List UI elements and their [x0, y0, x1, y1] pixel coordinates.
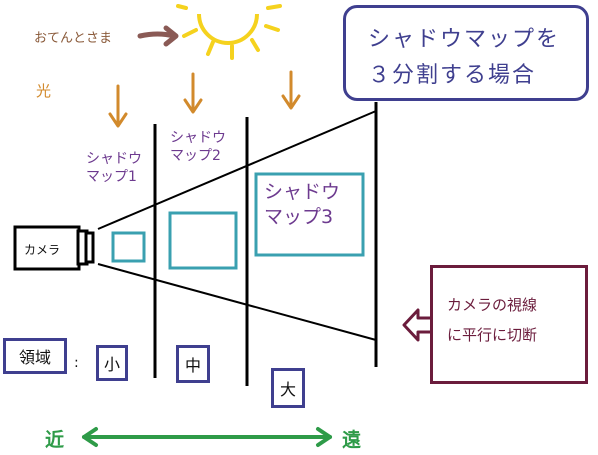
region-small-box: 小: [96, 345, 128, 381]
callout-line-2: ３分割する場合: [368, 63, 537, 88]
region-medium-box: 中: [176, 345, 210, 383]
map-1-line-2: マップ1: [86, 169, 137, 185]
map-1-line-1: シャドウ: [86, 151, 142, 167]
region-colon: :: [74, 355, 79, 371]
cascade-box-2: [168, 211, 238, 270]
shadow-map-3-label: シャドウ マップ3: [264, 180, 340, 230]
sun-icon: [176, 4, 282, 60]
camera-label: カメラ: [24, 243, 61, 257]
frustum-bottom-line: [97, 263, 377, 341]
map-2-line-1: シャドウ: [170, 130, 226, 146]
title-callout: シャドウマップを ３分割する場合: [343, 5, 589, 101]
callout-line-1: シャドウマップを: [368, 27, 561, 52]
shadow-map-2-label: シャドウ マップ2: [170, 129, 226, 165]
near-far-arrow-icon: [82, 427, 332, 447]
light-arrow-icon: [108, 84, 128, 128]
region-title-box: 領域: [3, 338, 67, 374]
cut-pointer-arrow-icon: [402, 308, 434, 342]
far-label: 遠: [342, 429, 362, 451]
frustum-top-line: [97, 110, 377, 230]
map-3-line-2: マップ3: [264, 206, 334, 228]
sun-pointer-arrow-icon: [137, 25, 179, 47]
cut-line-2: に平行に切断: [447, 326, 538, 344]
cascade-box-3: [254, 172, 365, 257]
sun-label: おてんとさま: [34, 31, 113, 46]
light-arrow-icon: [281, 70, 301, 110]
region-large-box: 大: [271, 368, 305, 408]
light-arrow-icon: [183, 72, 203, 114]
camera-icon: [13, 225, 95, 271]
cut-explanation-box: カメラの視線 に平行に切断: [430, 265, 588, 384]
map-3-line-1: シャドウ: [264, 181, 341, 203]
map-2-line-2: マップ2: [170, 148, 221, 164]
cascade-box-1: [111, 231, 146, 263]
shadow-map-1-label: シャドウ マップ1: [86, 150, 142, 186]
near-label: 近: [45, 429, 65, 451]
cut-line-1: カメラの視線: [447, 296, 538, 314]
light-label: 光: [36, 82, 52, 100]
